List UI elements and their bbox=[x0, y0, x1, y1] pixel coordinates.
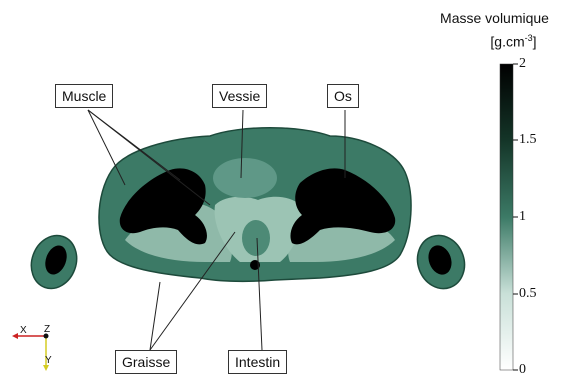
bladder bbox=[213, 158, 277, 198]
label-muscle: Muscle bbox=[55, 84, 113, 108]
colorbar-tick-2: 2 bbox=[519, 57, 526, 71]
colorbar bbox=[500, 64, 513, 370]
label-vessie: Vessie bbox=[212, 84, 267, 108]
axis-label-z: Z bbox=[44, 324, 50, 335]
colorbar-tick-0: 0 bbox=[519, 363, 526, 377]
label-os: Os bbox=[327, 84, 359, 108]
colorbar-ticks bbox=[513, 64, 518, 370]
right-limb-section bbox=[410, 229, 472, 295]
colorbar-tick-1: 1 bbox=[519, 210, 526, 224]
axis-label-x: X bbox=[20, 325, 27, 336]
intestine bbox=[242, 220, 270, 256]
label-graisse: Graisse bbox=[115, 350, 177, 374]
left-limb-section bbox=[24, 229, 84, 295]
colorbar-title: Masse volumique [g.cm-3] bbox=[422, 8, 567, 52]
colorbar-title-line1: Masse volumique bbox=[422, 8, 567, 28]
colorbar-tick-1-5: 1.5 bbox=[519, 133, 537, 147]
label-intestin: Intestin bbox=[228, 350, 287, 374]
axis-label-y: Y bbox=[45, 355, 52, 366]
colorbar-tick-0-5: 0.5 bbox=[519, 287, 537, 301]
colorbar-unit: [g.cm-3] bbox=[422, 28, 567, 52]
pelvis-cross-section bbox=[99, 128, 411, 282]
axis-triad bbox=[12, 333, 49, 371]
